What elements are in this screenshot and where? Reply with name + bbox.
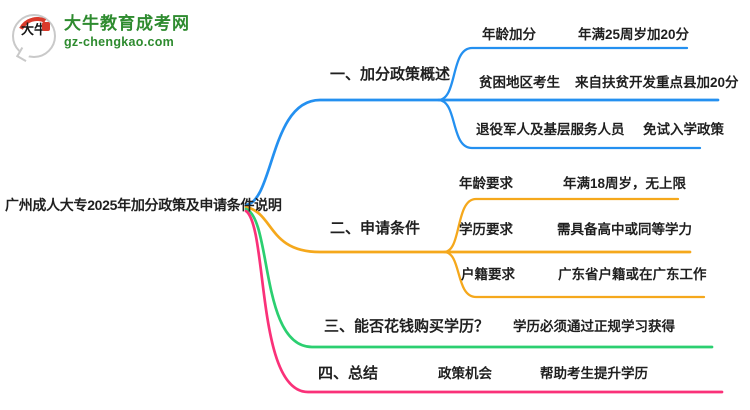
branch3-child1-label: 学历必须通过正规学习获得 bbox=[513, 319, 675, 334]
branch4-child1-label: 政策机会 bbox=[438, 366, 492, 381]
branch3-label: 三、能否花钱购买学历？ bbox=[324, 318, 490, 335]
branch2-child1-value: 年满18周岁，无上限 bbox=[563, 176, 687, 191]
logo-seal-icon bbox=[42, 22, 50, 31]
branch1-fan-down-line bbox=[436, 98, 702, 150]
branch4-label: 四、总结 bbox=[318, 365, 379, 382]
root-node: 广州成人大专2025年加分政策及申请条件说明 bbox=[5, 197, 282, 213]
branch1-fan-up-line bbox=[436, 46, 689, 102]
branch2-label: 二、申请条件 bbox=[330, 220, 421, 237]
logo-bubble-icon: 大牛 bbox=[11, 11, 63, 63]
branch2-fan-down-line bbox=[442, 250, 706, 299]
branch1-child2-value: 来自扶贫开发重点县加20分 bbox=[575, 75, 739, 90]
branch2-main-line bbox=[244, 205, 692, 254]
branch4-main-line bbox=[244, 209, 724, 394]
branch1-child3-label: 退役军人及基层服务人员 bbox=[476, 122, 625, 137]
branch2-child3-label: 户籍要求 bbox=[461, 267, 515, 282]
site-title: 大牛教育成考网 bbox=[64, 14, 190, 33]
branch1-child1-label: 年龄加分 bbox=[482, 27, 536, 42]
branch1-main-line bbox=[244, 98, 720, 207]
logo-glyphs: 大牛 bbox=[20, 22, 47, 37]
site-domain: gz-chengkao.com bbox=[64, 35, 175, 49]
branch2-child2-label: 学历要求 bbox=[459, 222, 513, 237]
branch3-main-line bbox=[244, 207, 714, 349]
branch2-child1-label: 年龄要求 bbox=[459, 176, 513, 191]
branch1-child2-label: 贫困地区考生 bbox=[479, 75, 560, 90]
branch1-child3-value: 免试入学政策 bbox=[643, 122, 724, 137]
branch2-fan-up-line bbox=[442, 197, 680, 254]
branch1-child1-value: 年满25周岁加20分 bbox=[578, 27, 690, 42]
branch2-child3-value: 广东省户籍或在广东工作 bbox=[558, 267, 707, 282]
branch1-label: 一、加分政策概述 bbox=[330, 66, 451, 83]
branch4-child1-value: 帮助考生提升学历 bbox=[540, 366, 648, 381]
branch2-child2-value: 需具备高中或同等学力 bbox=[557, 222, 692, 237]
site-logo[interactable]: 大牛 大牛教育成考网 gz-chengkao.com bbox=[11, 11, 190, 63]
